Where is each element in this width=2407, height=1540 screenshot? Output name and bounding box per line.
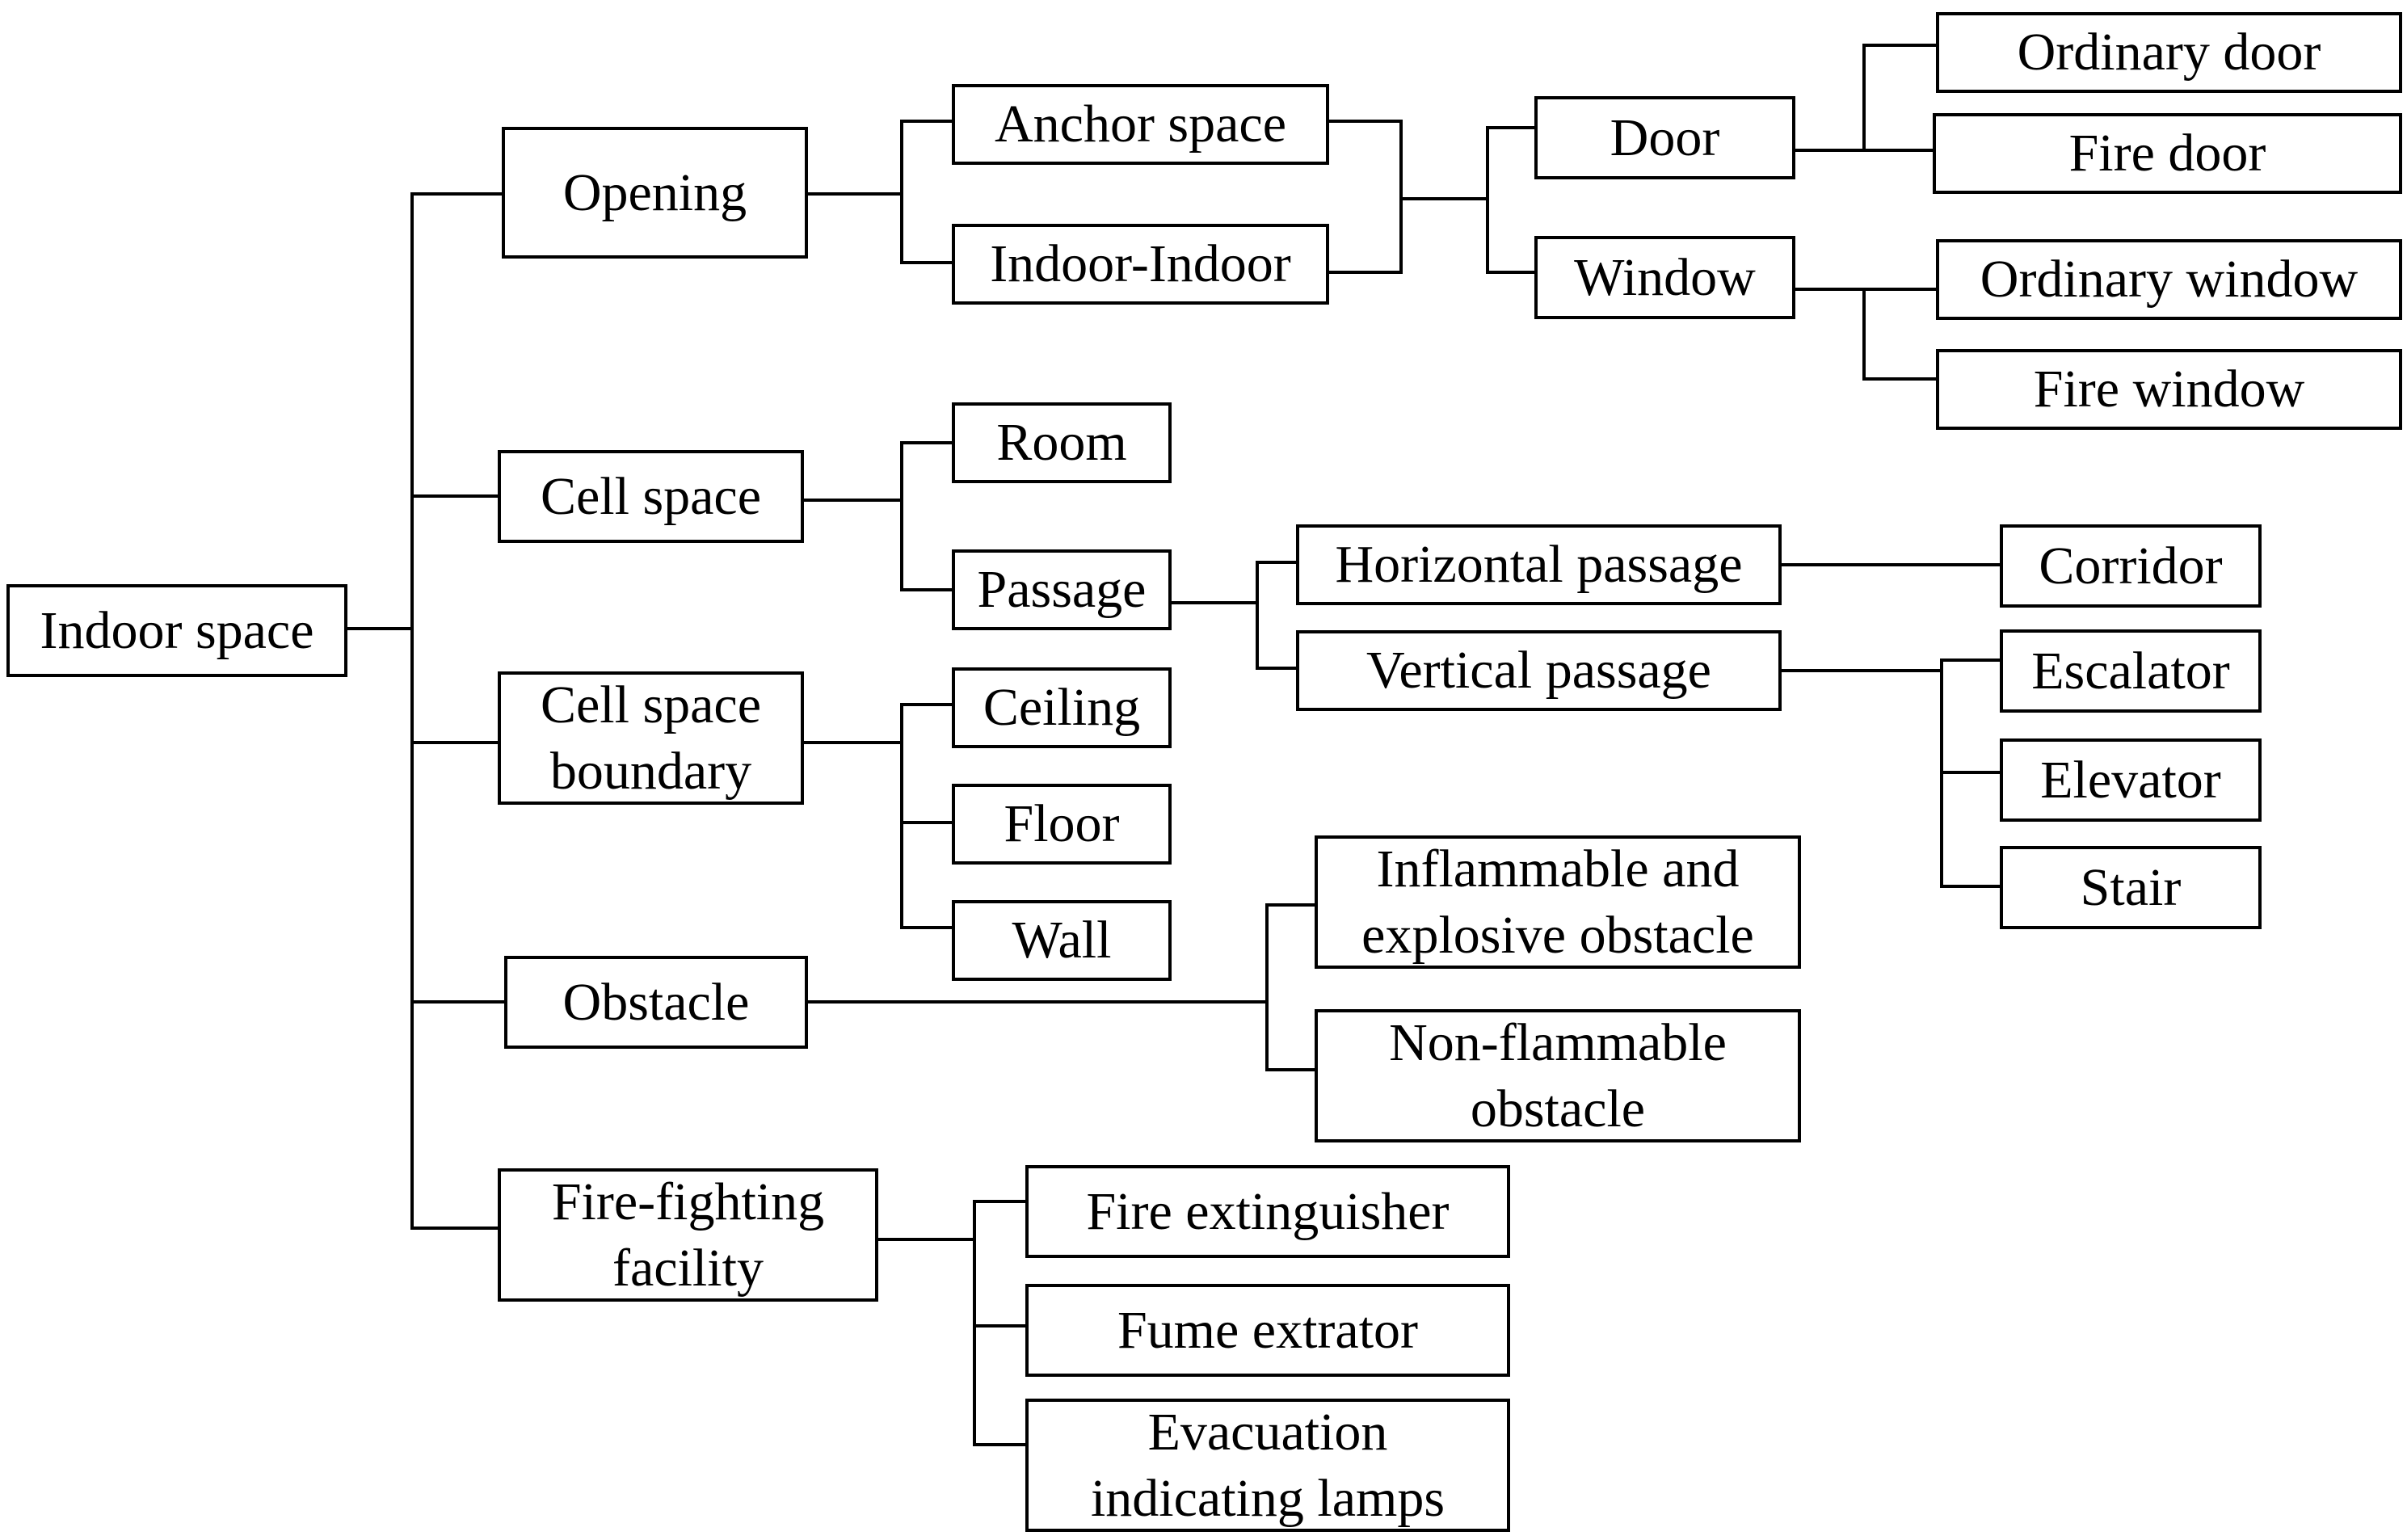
- node-obstacle: Obstacle: [504, 956, 808, 1049]
- node-opening: Opening: [502, 127, 808, 259]
- node-cell-space: Cell space: [498, 450, 804, 543]
- node-room: Room: [952, 402, 1172, 483]
- node-indoor-indoor: Indoor-Indoor: [952, 224, 1329, 305]
- node-ceiling: Ceiling: [952, 667, 1172, 748]
- node-door: Door: [1534, 96, 1795, 179]
- node-non-flammable-obstacle: Non-flammable obstacle: [1315, 1009, 1801, 1142]
- node-stair: Stair: [2000, 846, 2262, 929]
- node-horizontal-passage: Horizontal passage: [1296, 524, 1782, 605]
- node-fire-fighting-facility: Fire-fighting facility: [498, 1168, 878, 1302]
- node-fire-door: Fire door: [1933, 113, 2402, 194]
- node-passage: Passage: [952, 549, 1172, 630]
- node-elevator: Elevator: [2000, 738, 2262, 822]
- node-evacuation-lamps: Evacuation indicating lamps: [1025, 1399, 1510, 1532]
- node-cell-space-boundary: Cell space boundary: [498, 671, 804, 805]
- node-vertical-passage: Vertical passage: [1296, 630, 1782, 711]
- node-wall: Wall: [952, 900, 1172, 981]
- node-indoor-space: Indoor space: [6, 584, 347, 677]
- node-anchor-space: Anchor space: [952, 84, 1329, 165]
- node-ordinary-window: Ordinary window: [1936, 239, 2402, 320]
- node-inflammable-obstacle: Inflammable and explosive obstacle: [1315, 835, 1801, 969]
- node-window: Window: [1534, 236, 1795, 319]
- node-fire-window: Fire window: [1936, 349, 2402, 430]
- node-ordinary-door: Ordinary door: [1936, 12, 2402, 93]
- node-escalator: Escalator: [2000, 629, 2262, 713]
- node-fume-extrator: Fume extrator: [1025, 1284, 1510, 1377]
- node-fire-extinguisher: Fire extinguisher: [1025, 1165, 1510, 1258]
- node-floor: Floor: [952, 784, 1172, 865]
- node-corridor: Corridor: [2000, 524, 2262, 608]
